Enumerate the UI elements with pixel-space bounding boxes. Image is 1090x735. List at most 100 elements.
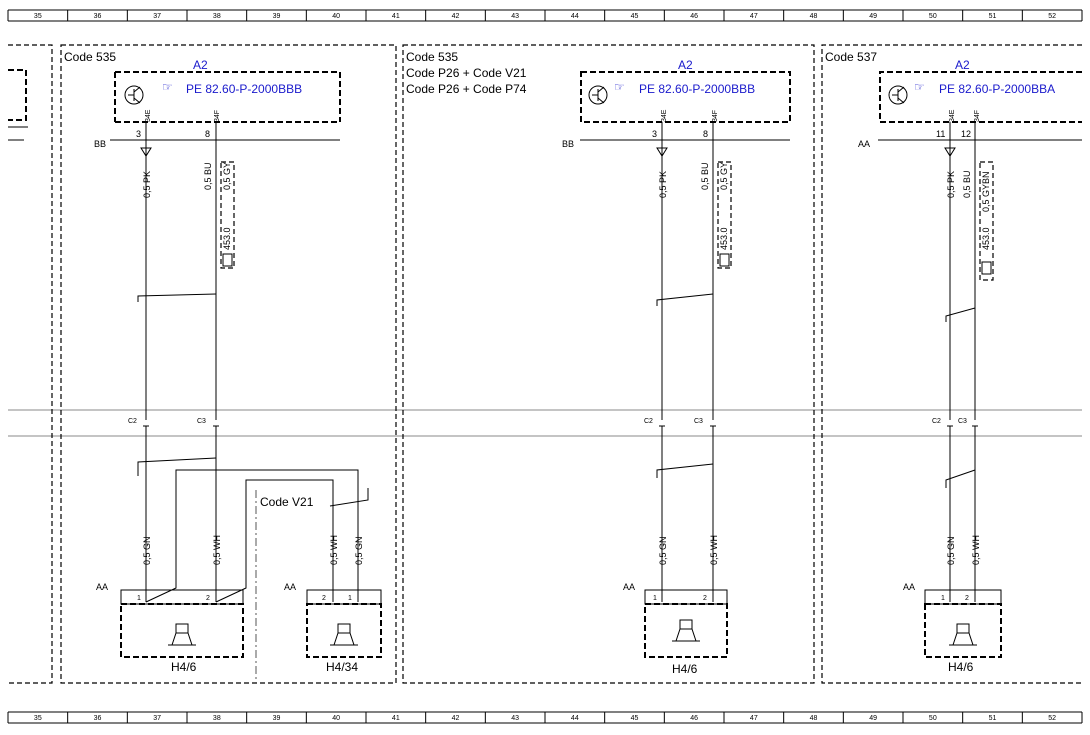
ruler-number: 52 <box>1048 13 1056 20</box>
wire-label: 0,5 WH <box>709 535 719 565</box>
pin-number: 12 <box>961 129 971 139</box>
module-label: A2 <box>678 58 693 72</box>
pin-number: 2 <box>206 595 210 602</box>
reference-link[interactable]: PE 82.60-P-2000BBB <box>186 82 302 96</box>
code-label: Code 537 <box>825 50 877 64</box>
pin-number: 1 <box>137 595 141 602</box>
connector-label: AA <box>284 582 296 592</box>
pin-label: 34F <box>214 110 221 122</box>
ruler-number: 47 <box>750 13 758 20</box>
splice-label: 453.0 <box>719 227 729 250</box>
transistor-icon <box>888 85 908 105</box>
ruler-number: 52 <box>1048 715 1056 722</box>
connector-label: C3 <box>958 418 967 425</box>
connector-label: BB <box>562 139 574 149</box>
connector-label: AA <box>623 582 635 592</box>
ground-arrow-icon <box>656 147 668 157</box>
splice-frame <box>220 161 235 269</box>
wire-label: 0,5 GN <box>946 536 956 565</box>
twisted-pair-mark <box>137 457 217 476</box>
speaker-icon <box>330 623 358 646</box>
speaker-frame <box>924 603 1002 658</box>
ruler-number: 43 <box>511 715 519 722</box>
ruler-number: 39 <box>273 13 281 20</box>
code-label: Code 535 <box>406 50 458 64</box>
pin-label: 34E <box>661 109 668 122</box>
twisted-pair-mark <box>656 463 714 478</box>
connector-label: C3 <box>694 418 703 425</box>
section-code-535-a: Code 535 A2 ☞ PE 82.60-P-2000BBB 34E 34F… <box>60 44 397 684</box>
connector-label: C3 <box>197 418 206 425</box>
ruler-number: 35 <box>34 715 42 722</box>
ruler-number: 41 <box>392 715 400 722</box>
code-label: Code 535 <box>64 50 116 64</box>
ruler-number: 37 <box>153 13 161 20</box>
pin-number: 2 <box>965 595 969 602</box>
code-label: Code P26 + Code P74 <box>406 82 527 96</box>
section-frame-left <box>8 44 53 684</box>
ruler-number: 43 <box>511 13 519 20</box>
ruler-number: 46 <box>690 13 698 20</box>
wire-label: 0,5 GYBN <box>981 171 991 212</box>
ruler-number: 48 <box>810 13 818 20</box>
ruler-number: 35 <box>34 13 42 20</box>
ruler-number: 51 <box>989 715 997 722</box>
connector-label: AA <box>96 582 108 592</box>
ruler-number: 40 <box>332 715 340 722</box>
splice-icon <box>222 253 233 267</box>
pin-label: 34E <box>949 109 956 122</box>
connector-label: C2 <box>644 418 653 425</box>
component-label: H4/6 <box>672 662 698 676</box>
twisted-pair-mark <box>656 293 714 306</box>
ruler-number: 38 <box>213 13 221 20</box>
pin-number: 3 <box>136 129 141 139</box>
splice-label: 453.0 <box>222 227 232 250</box>
ruler-number: 51 <box>989 13 997 20</box>
speaker-frame <box>644 603 728 658</box>
ruler-number: 36 <box>94 13 102 20</box>
reference-link[interactable]: PE 82.60-P-2000BBA <box>939 82 1055 96</box>
ruler-number: 50 <box>929 715 937 722</box>
pin-number: 8 <box>703 129 708 139</box>
ruler-number: 41 <box>392 13 400 20</box>
section-frame <box>821 44 1082 684</box>
ruler-number: 49 <box>869 715 877 722</box>
speaker-icon <box>672 619 700 642</box>
wire-label: 0,5 PK <box>142 171 152 198</box>
wire-label: 0,5 BU <box>203 162 213 190</box>
ruler-number: 50 <box>929 13 937 20</box>
ruler-number: 44 <box>571 715 579 722</box>
speaker-frame <box>120 603 244 658</box>
code-label: Code P26 + Code V21 <box>406 66 527 80</box>
hand-pointer-icon: ☞ <box>162 80 173 94</box>
wire-label: 0,5 WH <box>971 535 981 565</box>
transistor-icon <box>124 85 144 105</box>
pin-number: 11 <box>936 129 945 139</box>
wire-label: 0,5 PK <box>658 171 668 198</box>
wire-label: 0,5 GY <box>719 162 729 190</box>
splice-label: 453.0 <box>981 227 991 250</box>
hand-pointer-icon: ☞ <box>914 80 925 94</box>
reference-link[interactable]: PE 82.60-P-2000BBB <box>639 82 755 96</box>
speaker-icon <box>949 623 977 646</box>
wire-label: 0,5 WH <box>212 535 222 565</box>
wire-label: 0,5 GN <box>354 536 364 565</box>
pin-label: 34F <box>712 110 719 122</box>
ruler-number: 45 <box>631 13 639 20</box>
wire-label: 0,5 GY <box>222 162 232 190</box>
ruler-number: 40 <box>332 13 340 20</box>
connector-label: AA <box>858 139 870 149</box>
module-label: A2 <box>193 58 208 72</box>
speaker-icon <box>168 623 196 646</box>
ruler-number: 36 <box>94 715 102 722</box>
ruler-number: 42 <box>452 715 460 722</box>
wire-label: 0,5 WH <box>329 535 339 565</box>
splice-icon <box>719 253 730 267</box>
ruler-number: 44 <box>571 13 579 20</box>
wire-label: 0,5 BU <box>700 162 710 190</box>
pin-number: 3 <box>652 129 657 139</box>
speaker-frame <box>306 603 382 658</box>
pin-number: 1 <box>653 595 657 602</box>
